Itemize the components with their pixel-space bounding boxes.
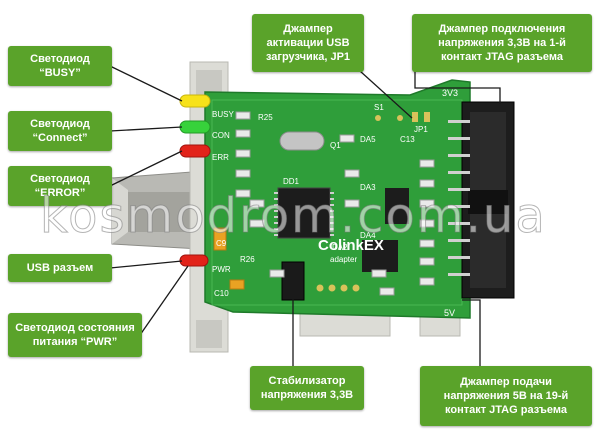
chip-dd1 (274, 187, 334, 239)
smd-resistor (419, 159, 435, 168)
silk-dd1: DD1 (283, 177, 300, 186)
jtag-pin (448, 120, 470, 123)
led-connect (179, 120, 211, 134)
smd-resistor (419, 179, 435, 188)
smd-resistor (235, 111, 251, 120)
jtag-pin (448, 137, 470, 140)
silk-da2: DA2 (332, 243, 348, 252)
silk-da4: DA4 (360, 231, 376, 240)
resistors (235, 111, 435, 296)
callout-busy-led: Светодиод “BUSY” (8, 46, 112, 86)
smd-resistor (419, 199, 435, 208)
chip-pin (330, 192, 334, 194)
smd-resistor (269, 269, 285, 278)
capacitors (213, 227, 245, 290)
callout-error-led: Светодиод “ERROR” (8, 166, 112, 206)
chip-pin (274, 216, 278, 218)
jtag-pin (448, 205, 470, 208)
silk-da3: DA3 (360, 183, 376, 192)
silk-err: ERR (212, 153, 229, 162)
silk-con: CON (212, 131, 230, 140)
silk-c10: C10 (214, 289, 229, 298)
silk-r25: R25 (258, 113, 273, 122)
smd-resistor (235, 149, 251, 158)
smd-resistor (419, 257, 435, 266)
smd-resistor (344, 169, 360, 178)
jtag-connector (461, 101, 515, 299)
chip-pin (330, 204, 334, 206)
callout-usb-connector: USB разъем (8, 254, 112, 282)
smd-resistor (419, 219, 435, 228)
chip-pin (330, 216, 334, 218)
crystal-q1 (279, 131, 325, 151)
silk-q1: Q1 (330, 141, 341, 150)
silk-s1: S1 (374, 103, 384, 112)
jtag-pin (448, 171, 470, 174)
silk-c9: C9 (216, 239, 227, 248)
led-error (179, 144, 211, 158)
jtag-pin (448, 188, 470, 191)
silk-da5: DA5 (360, 135, 376, 144)
led-pwr (179, 254, 209, 267)
silk-busy: BUSY (212, 110, 234, 119)
jtag-pin (448, 256, 470, 259)
led-busy (179, 94, 211, 108)
smd-resistor (419, 277, 435, 286)
callout-jtag-3v3-jumper: Джампер подключения напряжения 3,3В на 1… (412, 14, 592, 72)
jtag-pin (448, 273, 470, 276)
jtag-pin (448, 239, 470, 242)
test-pads (316, 112, 430, 292)
brand-sub-label: adapter (330, 255, 357, 264)
chip-pin (274, 198, 278, 200)
callout-jp1-jumper: Джампер активации USB загрузчика, JP1 (252, 14, 364, 72)
chip-pin (274, 228, 278, 230)
chip-pin (274, 234, 278, 236)
callout-jtag-5v-jumper: Джампер подачи напряжения 5В на 19-й кон… (420, 366, 592, 426)
chip-pin (274, 204, 278, 206)
chip-pin (330, 228, 334, 230)
chip-da (362, 188, 409, 272)
callout-pwr-led: Светодиод состояния питания “PWR” (8, 313, 142, 357)
smd-resistor (339, 134, 355, 143)
chip-pin (274, 210, 278, 212)
chip-pin (274, 222, 278, 224)
callout-connect-led: Светодиод “Connect” (8, 111, 112, 151)
chip-pin (330, 234, 334, 236)
smd-resistor (371, 269, 387, 278)
jtag-pin (448, 154, 470, 157)
silk-jp1: JP1 (414, 125, 428, 134)
smd-resistor (419, 239, 435, 248)
silk-pwr: PWR (212, 265, 231, 274)
chip-pin (330, 198, 334, 200)
smd-resistor (235, 129, 251, 138)
smd-resistor (379, 287, 395, 296)
chip-pin (330, 222, 334, 224)
smd-resistor (344, 199, 360, 208)
smd-resistor (235, 169, 251, 178)
silk-5v: 5V (444, 308, 455, 318)
silk-c13: C13 (400, 135, 415, 144)
silk-3v3: 3V3 (442, 88, 458, 98)
smd-resistor (249, 219, 265, 228)
smd-resistor (235, 189, 251, 198)
callout-3v3-regulator: Стабилизатор напряжения 3,3В (250, 366, 364, 410)
chip-pin (330, 210, 334, 212)
chip-pin (274, 192, 278, 194)
smd-resistor (249, 199, 265, 208)
jtag-pin (448, 222, 470, 225)
brand-label: ColinkEX (318, 237, 384, 254)
silk-r26: R26 (240, 255, 255, 264)
